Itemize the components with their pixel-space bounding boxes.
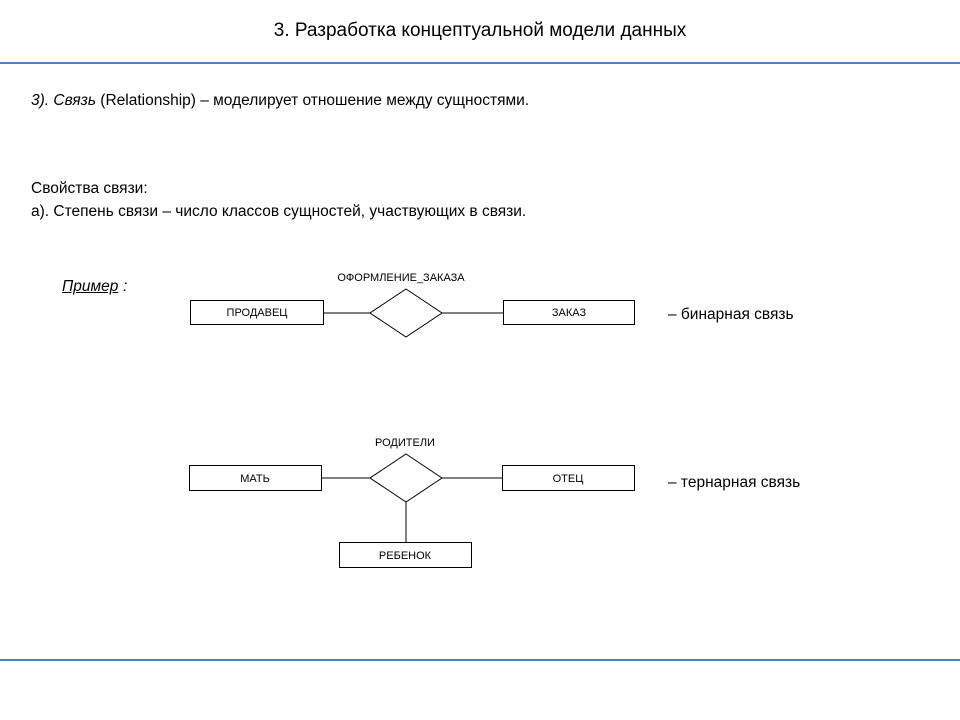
relationship-term: 3). Связь	[31, 92, 96, 109]
entity-box-child	[339, 542, 472, 568]
entity-box-order	[503, 300, 635, 325]
entity-box-father	[502, 465, 635, 491]
entity-box-mother	[189, 465, 322, 491]
bottom-divider	[0, 659, 960, 661]
degree-definition: а). Степень связи – число классов сущнос…	[31, 203, 527, 220]
slide-title: 3. Разработка концептуальной модели данн…	[273, 20, 687, 41]
relationship-label-order: ОФОРМЛЕНИЕ_ЗАКАЗА	[337, 272, 465, 284]
relationship-label-parents: РОДИТЕЛИ	[375, 437, 435, 449]
relationship-diamond	[369, 453, 443, 503]
relationship-definition: 3). Связь (Relationship) – моделирует от…	[31, 92, 529, 110]
entity-label-mother: МАТЬ	[240, 473, 270, 485]
properties-heading: Свойства связи:	[31, 180, 148, 197]
ternary-caption: – тернарная связь	[668, 474, 801, 491]
binary-relationship-diagram: ОФОРМЛЕНИЕ_ЗАКАЗА ПРОДАВЕЦ ЗАКАЗ	[190, 272, 635, 338]
ternary-relationship-diagram: РОДИТЕЛИ МАТЬ ОТЕЦ РЕБЕНОК	[189, 437, 635, 568]
relationship-description: (Relationship) – моделирует отношение ме…	[95, 92, 530, 109]
entity-label-order: ЗАКАЗ	[552, 307, 587, 319]
entity-label-seller: ПРОДАВЕЦ	[227, 307, 288, 319]
example-colon: :	[123, 278, 128, 295]
binary-caption: – бинарная связь	[668, 306, 794, 323]
entity-label-child: РЕБЕНОК	[379, 550, 432, 562]
relationship-diamond	[369, 288, 443, 338]
top-divider	[0, 62, 960, 64]
example-label: Пример	[62, 278, 119, 295]
entity-label-father: ОТЕЦ	[553, 473, 584, 485]
entity-box-seller	[190, 300, 324, 325]
